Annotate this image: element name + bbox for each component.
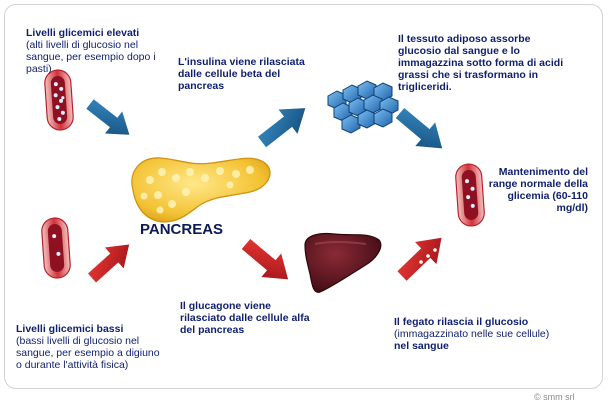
blood-vessel-icon <box>44 69 74 131</box>
high-glucose-text: Livelli glicemici elevati(alti livelli d… <box>26 27 156 75</box>
glycemia-range-text: Mantenimento del range normale della gli… <box>488 166 588 214</box>
arrow-icon <box>252 96 315 155</box>
copyright-text: © smm srl <box>534 392 575 402</box>
blood-vessel-icon <box>455 163 485 227</box>
diagram-frame <box>4 4 603 389</box>
liver-release-text: Il fegato rilascia il glucosio(immagazzi… <box>394 316 550 352</box>
adipose-tissue-text: Il tessuto adiposo assorbe glucosio dal … <box>398 33 564 93</box>
arrow-icon <box>82 234 139 289</box>
arrow-icon <box>236 232 299 292</box>
arrow-icon <box>391 226 453 288</box>
adipose-cells-icon <box>327 80 399 134</box>
pancreas-icon <box>131 157 271 223</box>
arrow-icon <box>390 101 453 161</box>
glucagon-release-text: Il glucagone viene rilasciato dalle cell… <box>180 300 310 336</box>
low-glucose-text: Livelli glicemici bassi(bassi livelli di… <box>16 323 160 371</box>
arrow-icon <box>81 92 139 146</box>
pancreas-label: PANCREAS <box>140 221 224 238</box>
liver-icon <box>304 232 382 293</box>
insulin-release-text: L'insulina viene rilasciata dalle cellul… <box>178 56 305 92</box>
blood-vessel-icon <box>41 217 71 279</box>
